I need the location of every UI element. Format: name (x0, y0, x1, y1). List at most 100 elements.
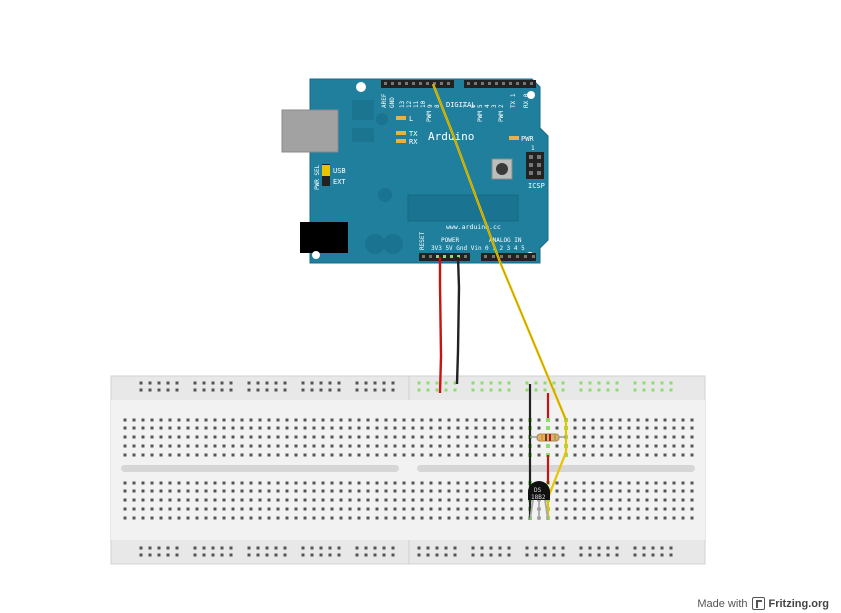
terminal-hole (519, 444, 523, 448)
rail-hole (597, 546, 601, 550)
terminal-hole (393, 444, 397, 448)
terminal-hole (438, 507, 442, 511)
terminal-hole (348, 418, 352, 422)
terminal-hole (321, 507, 325, 511)
terminal-hole (510, 453, 514, 457)
connected-hole (546, 444, 550, 448)
digital-pin-label: RX 0 (523, 93, 530, 108)
center-channel-left (121, 465, 399, 472)
terminal-hole (177, 426, 181, 430)
sensor-label-line1: DS (534, 487, 542, 494)
terminal-hole (222, 435, 226, 439)
terminal-hole (213, 444, 217, 448)
terminal-hole (366, 444, 370, 448)
terminal-hole (501, 435, 505, 439)
header-pin (405, 82, 408, 85)
terminal-hole (447, 516, 451, 520)
terminal-hole (483, 426, 487, 430)
rail-hole (471, 388, 475, 392)
reset-button-cap (496, 163, 508, 175)
terminal-hole (672, 426, 676, 430)
terminal-hole (519, 516, 523, 520)
rail-hole (498, 553, 502, 557)
terminal-hole (231, 489, 235, 493)
pullup-resistor (530, 433, 566, 442)
arduino-logo: Arduino (428, 130, 474, 143)
terminal-hole (519, 481, 523, 485)
terminal-hole (321, 498, 325, 502)
terminal-hole (348, 498, 352, 502)
terminal-hole (177, 498, 181, 502)
terminal-hole (618, 435, 622, 439)
rail-hole (588, 553, 592, 557)
terminal-hole (465, 435, 469, 439)
rail-hole (633, 381, 637, 385)
rail-hole (543, 381, 547, 385)
digital-header-left (381, 80, 454, 88)
terminal-hole (501, 418, 505, 422)
fritzing-brand[interactable]: Fritzing.org (768, 597, 830, 610)
terminal-hole (465, 481, 469, 485)
rail-hole (651, 388, 655, 392)
terminal-hole (312, 435, 316, 439)
temperature-sensor: DS 18B2 (528, 481, 550, 521)
terminal-hole (213, 418, 217, 422)
header-pin (384, 82, 387, 85)
rail-hole (525, 553, 529, 557)
terminal-hole (168, 435, 172, 439)
terminal-hole (573, 426, 577, 430)
terminal-hole (501, 498, 505, 502)
power-rail-holes (139, 381, 673, 557)
terminal-hole (474, 498, 478, 502)
terminal-hole (303, 444, 307, 448)
terminal-hole (276, 444, 280, 448)
terminal-hole (474, 435, 478, 439)
rail-hole (534, 553, 538, 557)
mounting-hole (312, 251, 320, 259)
terminal-hole (150, 489, 154, 493)
terminal-hole (429, 498, 433, 502)
connected-hole (546, 418, 550, 422)
header-pin (488, 82, 491, 85)
header-pin (391, 82, 394, 85)
terminal-hole (456, 507, 460, 511)
terminal-hole (645, 498, 649, 502)
header-pin (436, 255, 439, 258)
rail-hole (220, 388, 224, 392)
rail-hole (337, 546, 341, 550)
terminal-hole (483, 453, 487, 457)
terminal-hole (402, 516, 406, 520)
website-label: www.arduino.cc (446, 223, 501, 231)
terminal-hole (276, 498, 280, 502)
terminal-hole (285, 498, 289, 502)
terminal-hole (339, 516, 343, 520)
rail-hole (426, 553, 430, 557)
rail-hole (193, 381, 197, 385)
terminal-hole (204, 507, 208, 511)
terminal-hole (240, 435, 244, 439)
rail-hole (444, 388, 448, 392)
terminal-hole (141, 453, 145, 457)
rail-hole (328, 553, 332, 557)
terminal-hole (519, 418, 523, 422)
terminal-hole (312, 444, 316, 448)
terminal-hole (429, 418, 433, 422)
terminal-hole (456, 516, 460, 520)
terminal-hole (258, 444, 262, 448)
terminal-hole (618, 444, 622, 448)
terminal-hole (339, 435, 343, 439)
rail-hole (301, 546, 305, 550)
terminal-hole (582, 426, 586, 430)
terminal-hole (474, 507, 478, 511)
terminal-hole (312, 418, 316, 422)
analog-label: ANALOG IN (489, 237, 522, 244)
terminal-hole (591, 426, 595, 430)
terminal-hole (537, 426, 541, 430)
header-pin (429, 255, 432, 258)
terminal-hole (159, 489, 163, 493)
terminal-hole (492, 426, 496, 430)
power-pin-labels: 3V3 5V Gnd Vin (431, 245, 482, 252)
icsp-pin (529, 155, 533, 159)
terminal-hole (564, 498, 568, 502)
terminal-hole (231, 426, 235, 430)
